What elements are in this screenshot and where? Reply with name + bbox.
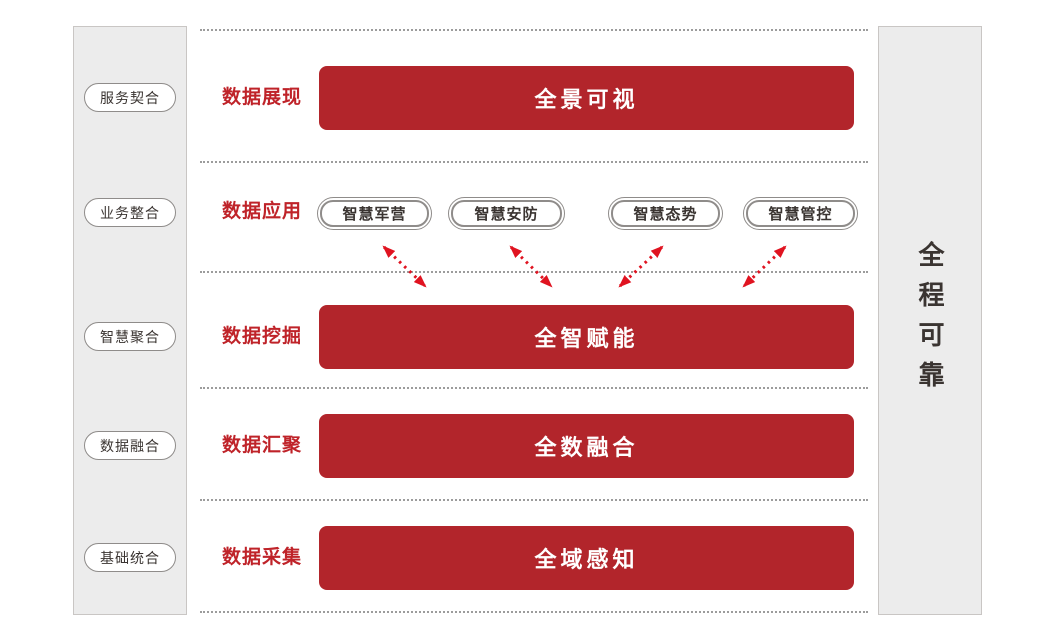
bar-full-domain-sensing: 全域感知 — [319, 526, 854, 590]
bar-label: 全智赋能 — [534, 326, 639, 351]
row-label-data-mining: 数据挖掘 — [222, 326, 303, 347]
arrow-situation-enable — [618, 245, 664, 288]
row-divider — [200, 271, 868, 273]
app-pill-label: 智慧军营 — [320, 200, 429, 227]
row-label-data-application: 数据应用 — [222, 201, 303, 222]
left-panel — [73, 26, 187, 615]
row-divider — [200, 29, 868, 31]
app-pill-smart-situation: 智慧态势 — [608, 197, 723, 230]
left-pill-label: 基础统合 — [100, 549, 160, 566]
left-pill-data-fusion: 数据融合 — [84, 431, 176, 460]
left-pill-label: 业务整合 — [100, 204, 160, 221]
arrow-security-enable — [509, 245, 553, 288]
arrow-control-enable — [742, 245, 787, 288]
app-pill-smart-barracks: 智慧军营 — [317, 197, 432, 230]
bar-label: 全域感知 — [534, 547, 639, 572]
bar-full-data-fusion: 全数融合 — [319, 414, 854, 478]
app-pill-label: 智慧态势 — [611, 200, 720, 227]
right-panel-label: 全程可靠 — [915, 240, 945, 401]
left-pill-smart-aggregation: 智慧聚合 — [84, 322, 176, 351]
row-divider — [200, 499, 868, 501]
row-label-data-convergence: 数据汇聚 — [222, 435, 303, 456]
row-divider — [200, 387, 868, 389]
right-panel: 全程可靠 — [878, 26, 982, 615]
bar-label: 全数融合 — [534, 435, 639, 460]
bar-label: 全景可视 — [534, 87, 639, 112]
bar-full-intelligence: 全智赋能 — [319, 305, 854, 369]
left-pill-label: 数据融合 — [100, 437, 160, 454]
app-pill-smart-control: 智慧管控 — [743, 197, 858, 230]
app-pill-label: 智慧安防 — [451, 200, 562, 227]
row-divider — [200, 611, 868, 613]
row-divider — [200, 161, 868, 163]
app-pill-smart-security: 智慧安防 — [448, 197, 565, 230]
left-pill-business-integration: 业务整合 — [84, 198, 176, 227]
row-label-data-collection: 数据采集 — [222, 547, 303, 568]
app-pill-label: 智慧管控 — [746, 200, 855, 227]
left-pill-label: 服务契合 — [100, 89, 160, 106]
arrow-barracks-enable — [382, 245, 427, 288]
left-pill-service-fit: 服务契合 — [84, 83, 176, 112]
left-pill-basic-unification: 基础统合 — [84, 543, 176, 572]
bar-panoramic-visibility: 全景可视 — [319, 66, 854, 130]
left-pill-label: 智慧聚合 — [100, 328, 160, 345]
row-label-data-display: 数据展现 — [222, 87, 303, 108]
